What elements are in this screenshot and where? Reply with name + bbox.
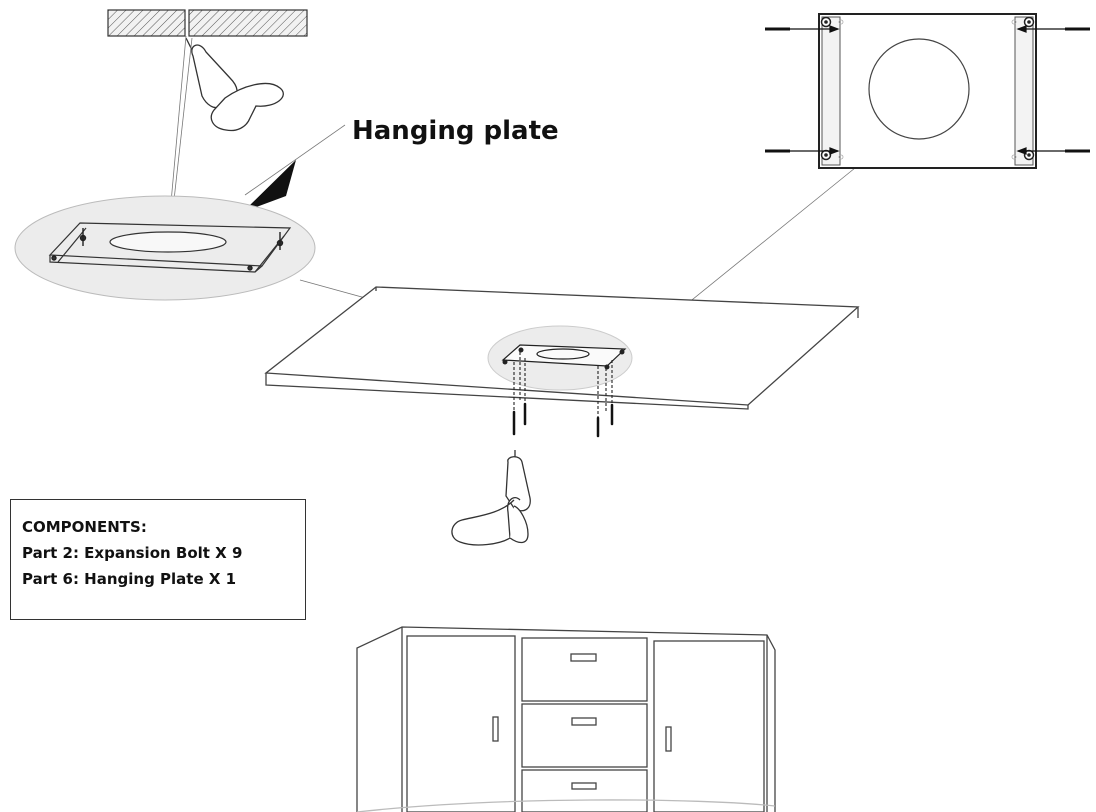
hanging-plate-icon	[14, 195, 316, 301]
expansion-bolt-icon	[512, 402, 614, 438]
components-box: COMPONENTS: Part 2: Expansion Bolt X 9 P…	[10, 499, 306, 620]
components-heading: COMPONENTS:	[22, 518, 147, 536]
hanging-plate-label: Hanging plate	[352, 116, 559, 146]
mounted-plate-icon	[487, 325, 633, 391]
drill-icon	[185, 37, 284, 132]
ceiling-section-icon	[107, 9, 308, 37]
cabinet-icon	[356, 626, 776, 812]
bolt-paths	[513, 352, 613, 418]
drill-icon	[451, 450, 531, 546]
component-part-2: Part 2: Expansion Bolt X 9	[22, 544, 243, 562]
component-part-6: Part 6: Hanging Plate X 1	[22, 570, 237, 588]
plate-detail-icon	[818, 13, 1037, 169]
expansion-bolt-icon	[765, 25, 1090, 155]
